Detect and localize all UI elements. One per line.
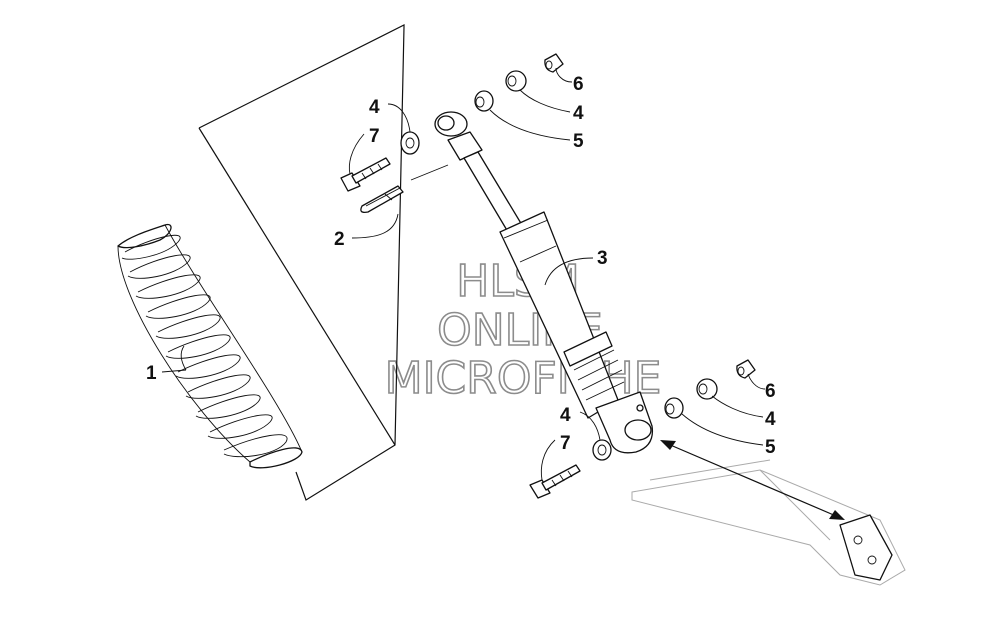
shock-absorber	[434, 111, 654, 454]
upper-spacer	[474, 90, 494, 112]
callout-4-lower-left: 4	[560, 405, 571, 426]
callouts: 1 2 3 4 7 6 4 5 4 7 6 4 5	[146, 74, 776, 458]
callout-3: 3	[597, 248, 608, 269]
roll-pin	[360, 185, 404, 214]
pin-alignment-line	[410, 164, 449, 181]
alignment-arrow	[660, 440, 845, 520]
callout-4-upper-right: 4	[573, 103, 584, 124]
upper-bolt	[340, 157, 391, 192]
callout-4-upper-left: 4	[369, 97, 380, 118]
lower-left-bushing	[592, 439, 612, 461]
lower-right-bushing	[696, 378, 718, 400]
leader-lines	[161, 67, 766, 481]
watermark-line-3: MICROFICHE	[385, 353, 662, 404]
callout-5-upper: 5	[573, 131, 584, 152]
callout-4-lower-right: 4	[765, 409, 776, 430]
spring-bracket-diagonal	[198, 127, 396, 446]
callout-2: 2	[334, 229, 345, 250]
callout-6-lower: 6	[765, 381, 776, 402]
lower-nut	[736, 359, 756, 379]
upper-hardware	[340, 53, 564, 192]
upper-nut	[544, 53, 564, 73]
a-arm-ghost	[631, 459, 906, 586]
callout-1: 1	[146, 363, 157, 384]
callout-7-lower: 7	[560, 433, 571, 454]
callout-6-upper: 6	[573, 74, 584, 95]
callout-7-upper: 7	[369, 126, 380, 147]
shock-rod	[463, 151, 523, 233]
a-arm-mount	[839, 514, 893, 581]
callout-5-lower: 5	[765, 437, 776, 458]
lower-bolt	[529, 464, 581, 499]
shock-collar	[563, 331, 613, 367]
lower-hardware	[529, 359, 756, 499]
coil-spring	[117, 223, 303, 469]
spring-bracket-outline	[198, 24, 405, 501]
upper-left-bushing	[400, 131, 420, 155]
upper-right-bushing	[505, 70, 527, 92]
lower-spacer	[664, 397, 684, 419]
